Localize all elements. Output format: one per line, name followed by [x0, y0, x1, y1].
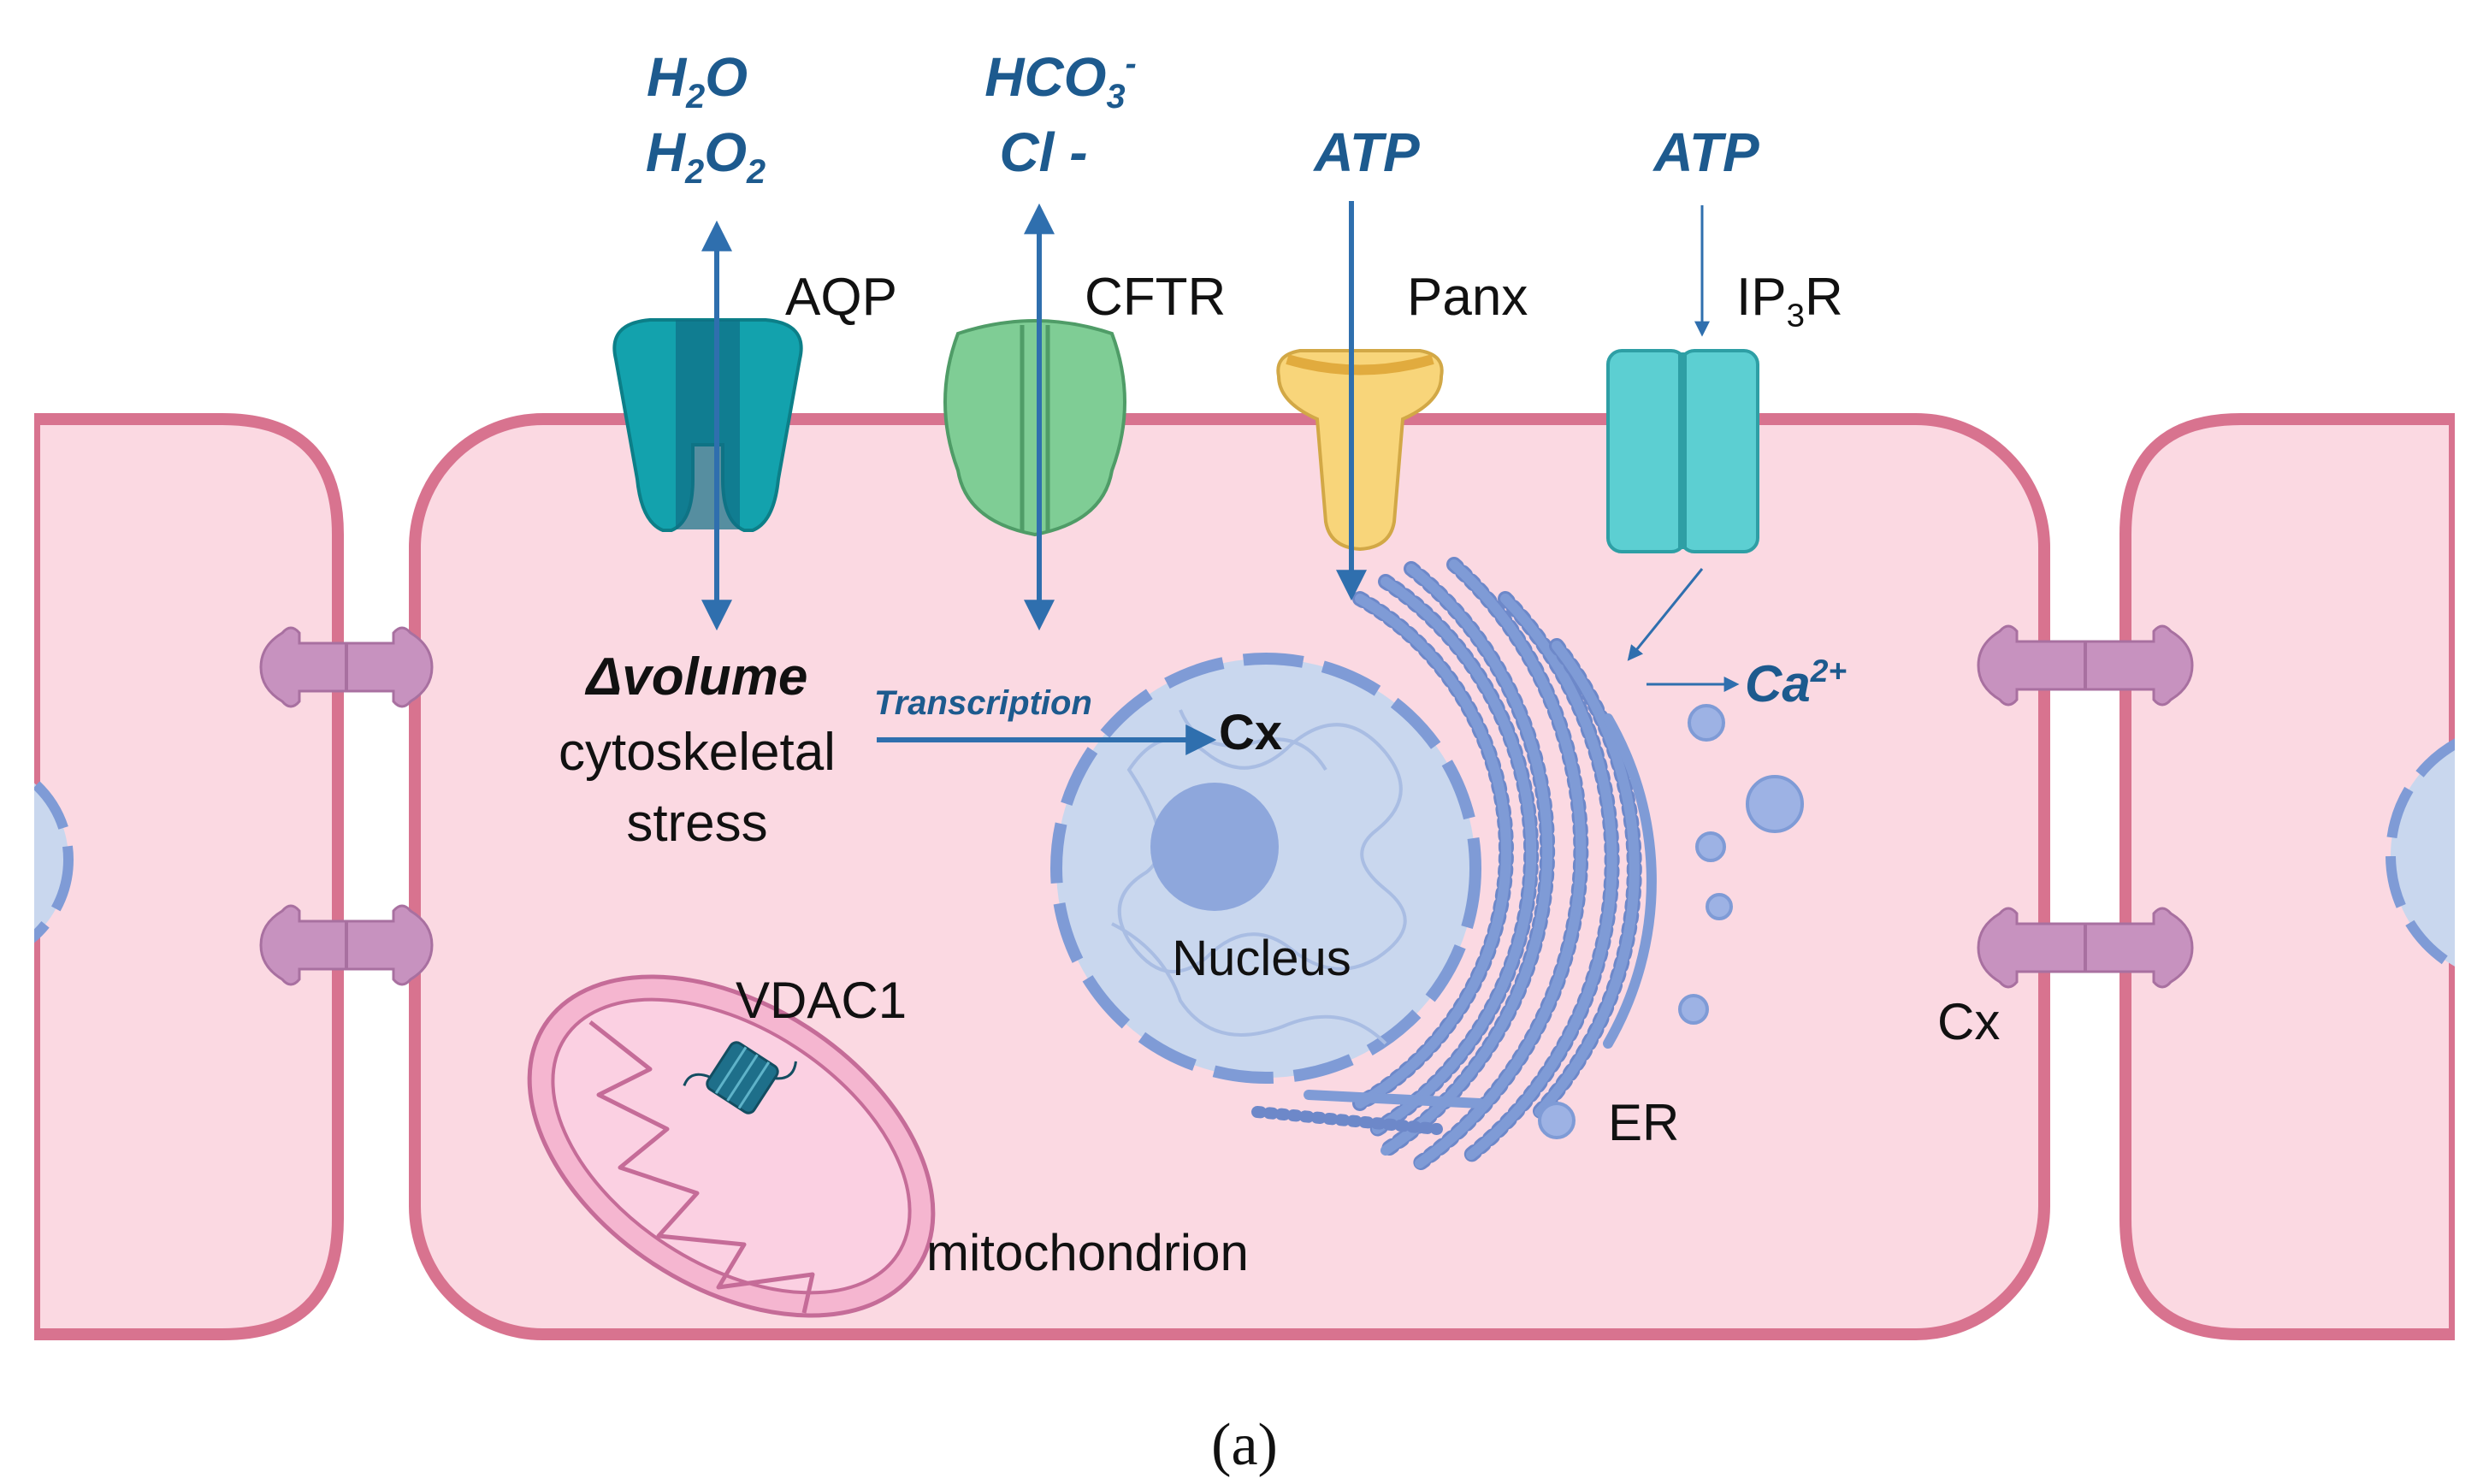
atp-ip3r-label: ATP — [1652, 121, 1759, 183]
er-label: ER — [1608, 1094, 1679, 1151]
transcription-label: Transcription — [874, 684, 1092, 722]
vesicles — [1538, 704, 1804, 1139]
nucleus-label: Nucleus — [1172, 931, 1351, 986]
connexin-icon — [259, 626, 434, 708]
delta-volume-label: Δvolume — [585, 647, 808, 707]
mitochondrion-icon — [527, 974, 936, 1318]
nucleus-icon — [1050, 653, 1481, 1084]
connexin-icon — [1977, 624, 2194, 707]
cftr-label: CFTR — [1085, 268, 1226, 327]
cx-center-label: Cx — [1219, 705, 1282, 760]
right-cell — [2119, 413, 2455, 1340]
connexin-icon — [259, 904, 434, 986]
arrows — [701, 201, 1740, 755]
atp-panx-label: ATP — [1312, 121, 1420, 183]
panx-label: Panx — [1407, 268, 1528, 327]
vdac1-label: VDAC1 — [736, 972, 907, 1029]
panel-label: (a) — [1211, 1412, 1278, 1478]
er-icon — [1251, 557, 1657, 1171]
cftr-channel — [943, 319, 1126, 537]
stress-label: stress — [626, 794, 767, 853]
connexin-icon — [1977, 907, 2194, 989]
h2o-label: H2O — [647, 46, 748, 115]
vdac1-icon — [683, 1041, 797, 1114]
cx-junction-label: Cx — [1937, 993, 2000, 1050]
cytoskeletal-label: cytoskeletal — [559, 723, 836, 782]
left-cell — [34, 413, 344, 1340]
aqp-channel — [612, 318, 803, 532]
mitochondrion-label: mitochondrion — [926, 1224, 1249, 1281]
hco3-label: HCO3- — [984, 45, 1137, 115]
panx-channel — [1276, 349, 1444, 552]
ip3r-er-arrow — [1627, 568, 1704, 661]
ip3r-label: IP3R — [1736, 268, 1843, 334]
calcium-label: Ca2+ — [1745, 653, 1847, 712]
left-cell-nucleus — [34, 752, 74, 967]
ip3r-channel — [1606, 349, 1759, 553]
h2o2-label: H2O2 — [646, 121, 766, 191]
aqp-label: AQP — [785, 268, 897, 327]
chloride-label: Cl - — [999, 121, 1087, 183]
